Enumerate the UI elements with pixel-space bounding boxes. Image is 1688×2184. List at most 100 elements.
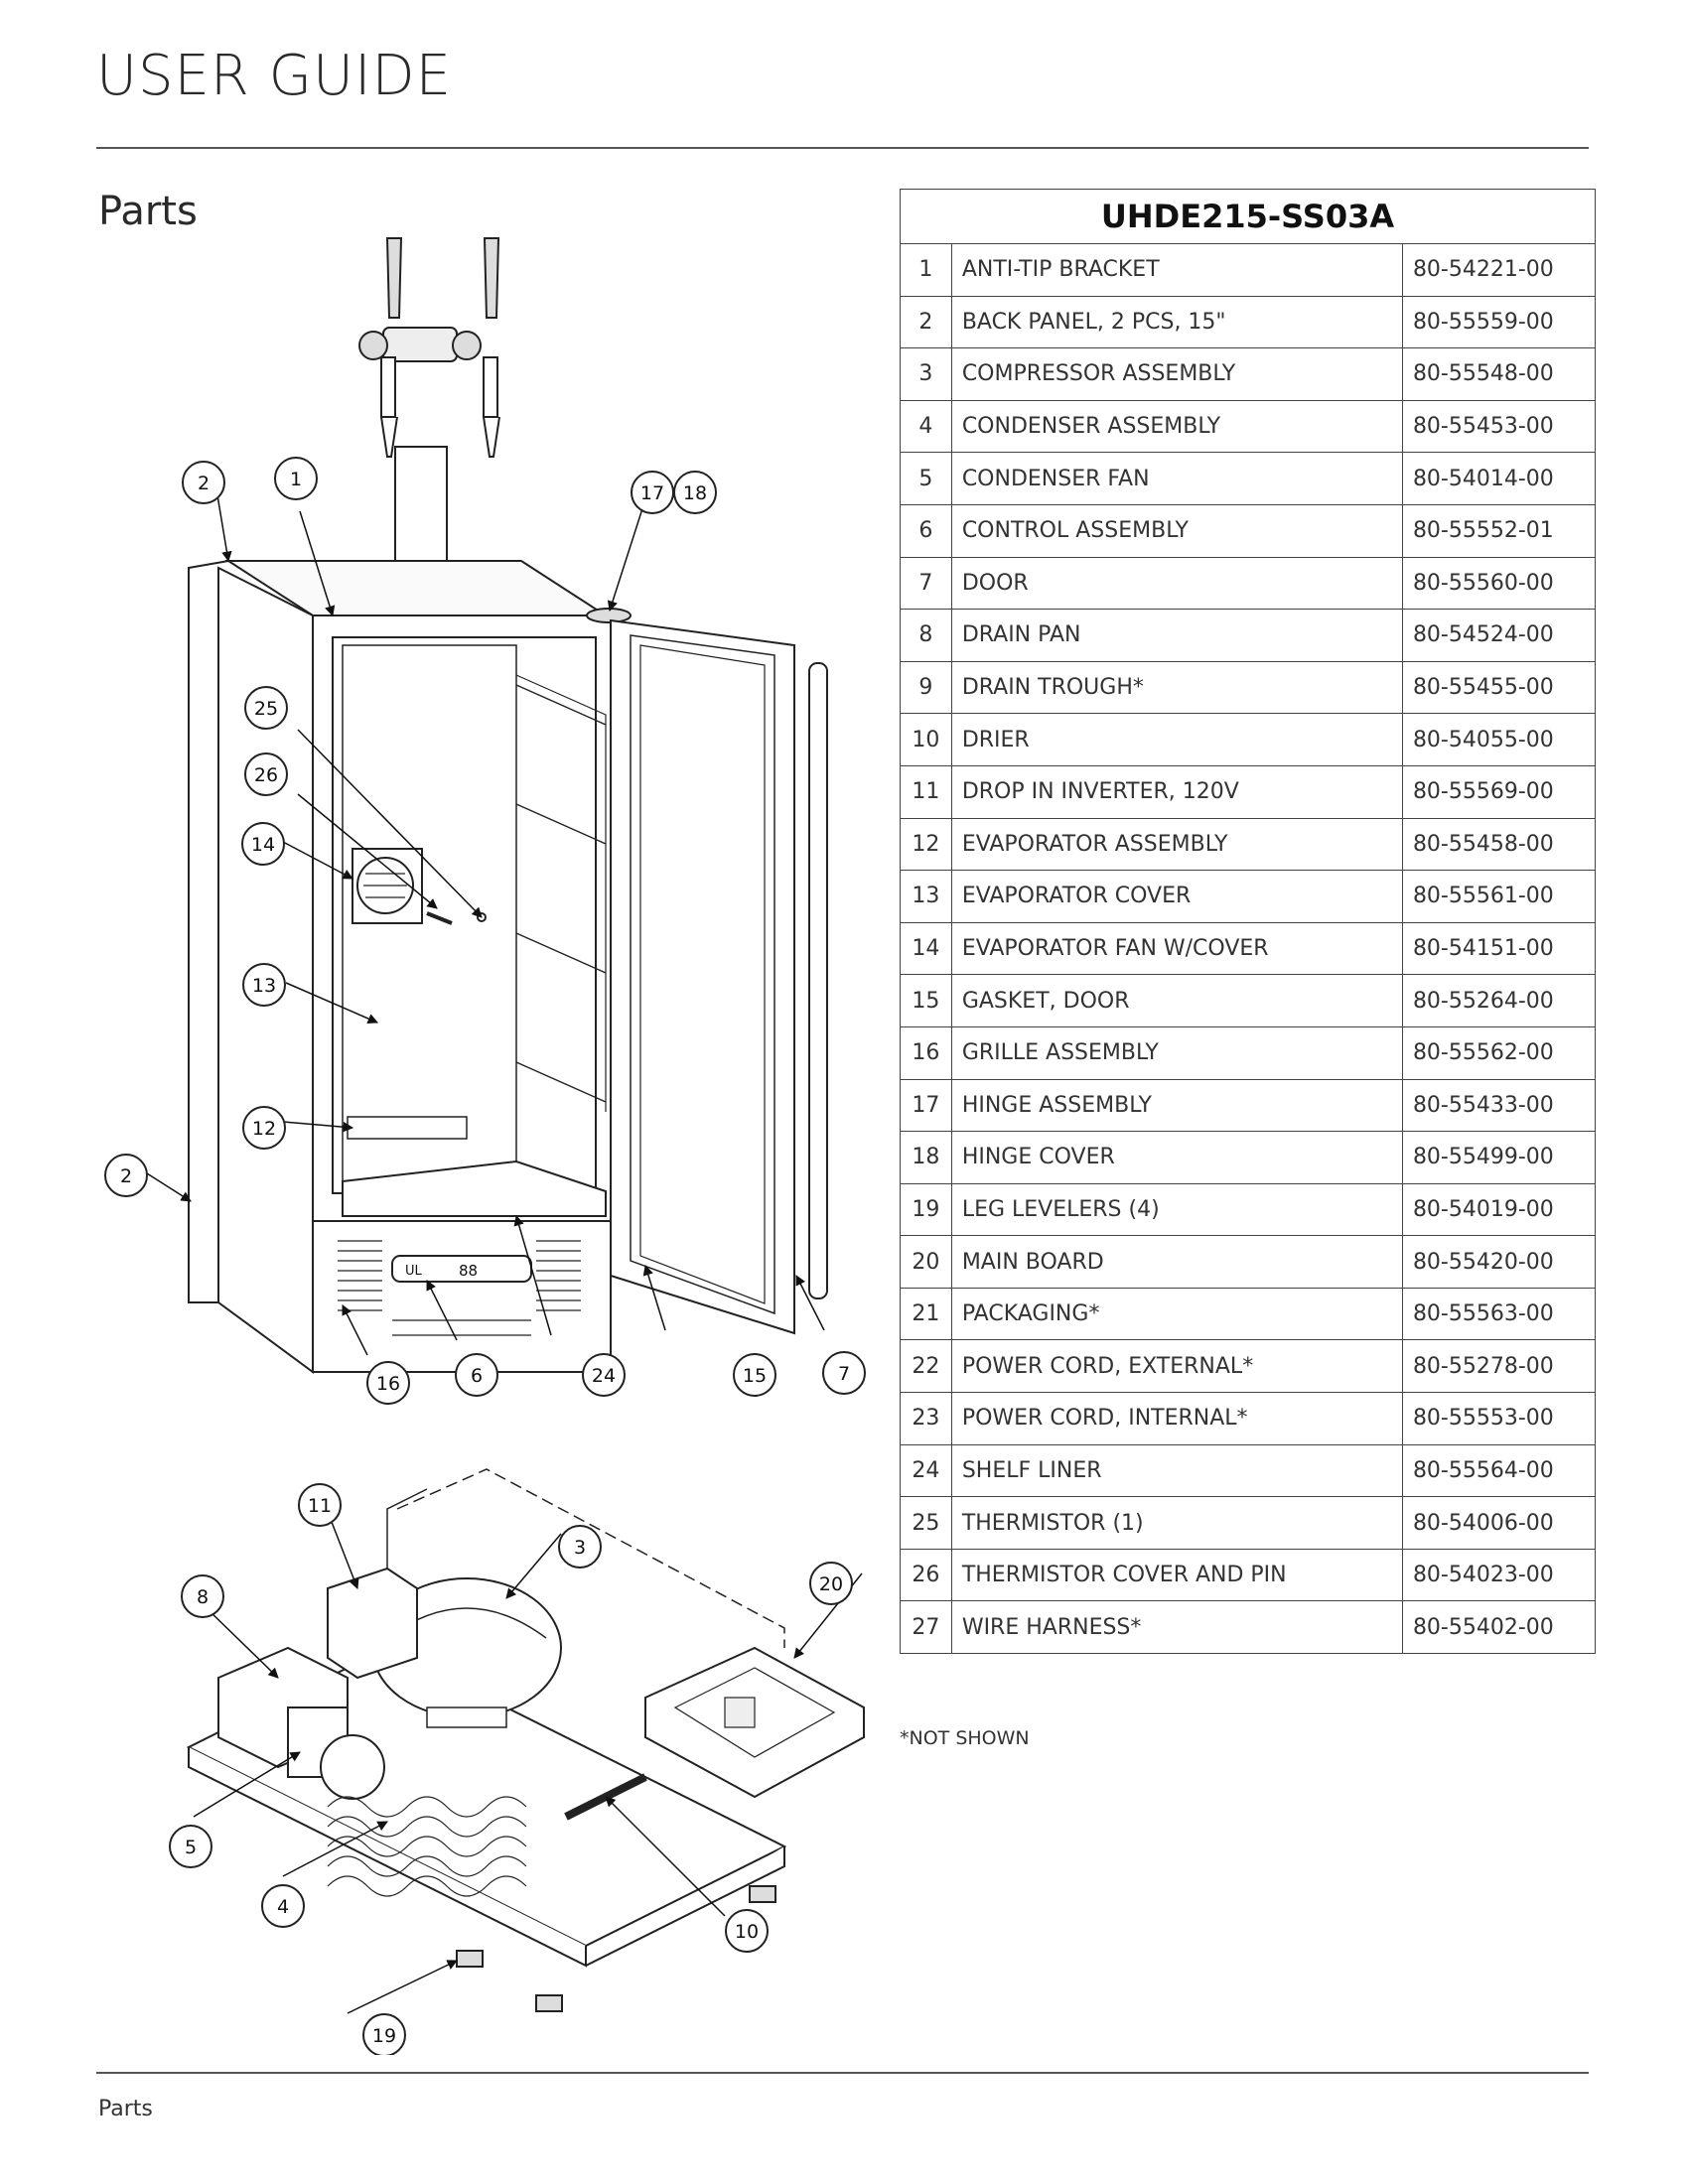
part-number-index: 5 (900, 452, 952, 505)
callout-numbers: 2 1 17 18 25 26 14 13 12 2 16 6 24 15 7 … (120, 469, 850, 2047)
table-model-header: UHDE215-SS03A (900, 189, 1596, 244)
table-footnote: *NOT SHOWN (900, 1727, 1030, 1749)
callout-7: 7 (838, 1363, 850, 1385)
part-number-index: 27 (900, 1600, 952, 1655)
part-number-index: 15 (900, 974, 952, 1027)
part-description: GASKET, DOOR (950, 974, 1403, 1027)
part-number-index: 12 (900, 817, 952, 872)
callout-16: 16 (376, 1373, 400, 1395)
part-description: WIRE HARNESS* (950, 1600, 1403, 1655)
callout-5: 5 (185, 1837, 197, 1858)
callout-8: 8 (197, 1586, 209, 1608)
callout-10: 10 (735, 1921, 759, 1943)
part-number-index: 18 (900, 1131, 952, 1184)
part-description: CONDENSER ASSEMBLY (950, 399, 1403, 454)
part-number: 80-55560-00 (1401, 556, 1597, 611)
part-number-index: 25 (900, 1496, 952, 1550)
part-number: 80-55559-00 (1401, 295, 1597, 349)
part-description: POWER CORD, INTERNAL* (950, 1392, 1403, 1445)
part-number: 80-55561-00 (1401, 870, 1597, 923)
part-number: 80-55562-00 (1401, 1025, 1597, 1080)
footer-label: Parts (98, 2097, 153, 2121)
callout-2b: 2 (120, 1165, 132, 1187)
part-description: COMPRESSOR ASSEMBLY (950, 347, 1403, 401)
callout-25: 25 (254, 698, 278, 720)
part-number: 80-55264-00 (1401, 974, 1597, 1027)
part-description: DRIER (950, 713, 1403, 766)
part-number-index: 20 (900, 1235, 952, 1289)
part-number: 80-55499-00 (1401, 1131, 1597, 1184)
control-display-logo: UL (405, 1264, 423, 1279)
part-description: HINGE COVER (950, 1131, 1403, 1184)
part-description: THERMISTOR (1) (950, 1496, 1403, 1550)
part-number: 80-54151-00 (1401, 921, 1597, 976)
part-number-index: 7 (900, 556, 952, 611)
callout-3: 3 (574, 1537, 586, 1559)
callout-18: 18 (683, 482, 707, 504)
part-number: 80-55420-00 (1401, 1235, 1597, 1289)
page-title: USER GUIDE (96, 44, 453, 108)
part-number: 80-55569-00 (1401, 764, 1597, 819)
part-number-index: 16 (900, 1025, 952, 1080)
header-divider (96, 147, 1589, 149)
callout-6: 6 (471, 1365, 483, 1387)
part-number: 80-54023-00 (1401, 1548, 1597, 1602)
part-number-index: 9 (900, 660, 952, 715)
part-number-index: 21 (900, 1287, 952, 1341)
part-description: DROP IN INVERTER, 120V (950, 764, 1403, 819)
callout-26: 26 (254, 764, 278, 786)
part-number: 80-54221-00 (1401, 243, 1597, 297)
part-number-index: 26 (900, 1548, 952, 1602)
part-description: DRAIN TROUGH* (950, 660, 1403, 715)
part-number-index: 6 (900, 503, 952, 558)
part-number-index: 23 (900, 1392, 952, 1445)
part-number: 80-54014-00 (1401, 452, 1597, 505)
part-number: 80-54055-00 (1401, 713, 1597, 766)
part-description: POWER CORD, EXTERNAL* (950, 1339, 1403, 1394)
part-number-index: 22 (900, 1339, 952, 1394)
callout-4: 4 (277, 1896, 289, 1918)
part-description: EVAPORATOR ASSEMBLY (950, 817, 1403, 872)
callout-12: 12 (252, 1118, 276, 1140)
part-number: 80-55458-00 (1401, 817, 1597, 872)
part-description: ANTI-TIP BRACKET (950, 243, 1403, 297)
part-number: 80-55552-01 (1401, 503, 1597, 558)
part-number-index: 1 (900, 243, 952, 297)
part-description: CONDENSER FAN (950, 452, 1403, 505)
part-number: 80-54524-00 (1401, 609, 1597, 662)
part-number: 80-55564-00 (1401, 1443, 1597, 1498)
part-number: 80-55455-00 (1401, 660, 1597, 715)
part-description: DOOR (950, 556, 1403, 611)
part-description: MAIN BOARD (950, 1235, 1403, 1289)
parts-diagram: UL 88 (104, 237, 866, 2055)
callout-13: 13 (252, 975, 276, 997)
leader-lines (146, 488, 863, 2014)
part-number-index: 17 (900, 1078, 952, 1133)
part-number: 80-54006-00 (1401, 1496, 1597, 1550)
part-number-index: 11 (900, 764, 952, 819)
part-number: 80-55402-00 (1401, 1600, 1597, 1655)
part-description: EVAPORATOR COVER (950, 870, 1403, 923)
callout-11: 11 (308, 1495, 332, 1517)
